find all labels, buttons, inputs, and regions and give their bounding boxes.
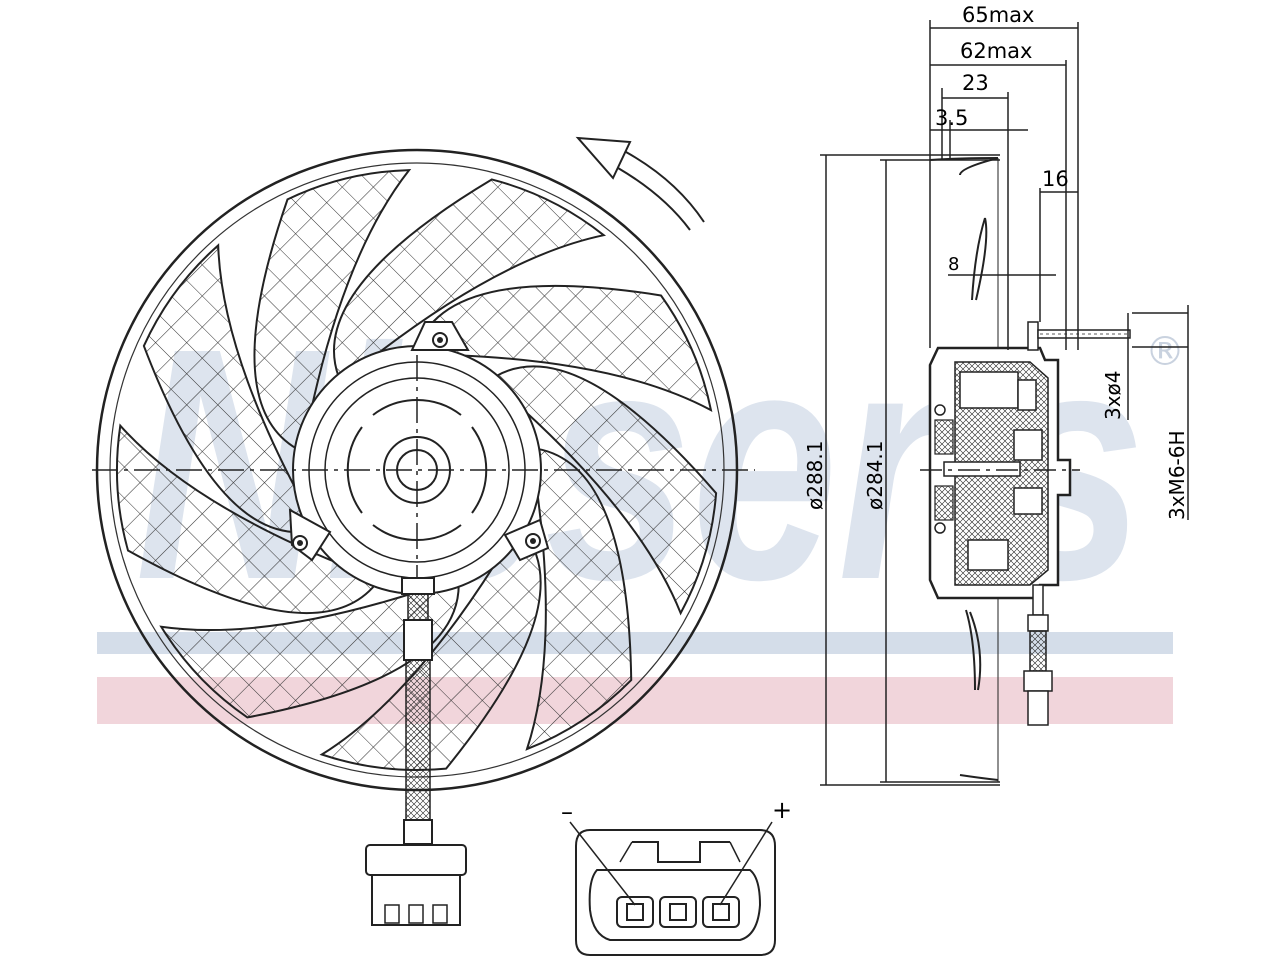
fan-blade: [525, 447, 633, 751]
mounting-lug-top: [410, 321, 470, 351]
blade-thickness-label: 8: [948, 254, 959, 275]
fan-blades: [116, 169, 718, 771]
connector-pin-plus: [702, 896, 740, 928]
thread-spec-label: 3xM6-6H: [1165, 430, 1189, 520]
depth-dimensions: [929, 20, 1189, 520]
bolt-spacing-label: 3xø4: [1101, 370, 1125, 420]
connector-plus-label: +: [772, 796, 792, 824]
bolt-offset-label: 16: [1042, 167, 1069, 191]
fan-blade: [142, 243, 313, 534]
motor-cross-section: [920, 346, 1080, 600]
registered-mark: ®: [1145, 329, 1185, 375]
hub-depth-label: 23: [962, 71, 989, 95]
fan-side-view: ø288.1 ø284.1: [803, 3, 1189, 786]
blade-diameter-label: ø284.1: [863, 441, 887, 511]
counter-clockwise-arrow-icon: [575, 136, 705, 231]
connector-pin-middle: [659, 896, 697, 928]
connector-detail: – +: [561, 796, 792, 956]
fan-blade: [116, 423, 377, 615]
mounting-bolt: [1027, 321, 1131, 351]
fan-blade: [415, 284, 713, 413]
fan-front-view: [92, 136, 755, 926]
fan-diameter-label: ø288.1: [803, 441, 827, 511]
power-cable: [401, 577, 435, 845]
mounting-lug-left: [288, 508, 332, 562]
overall-depth-label: 65max: [962, 3, 1034, 27]
fan-blade: [333, 178, 607, 379]
side-cable: [1023, 584, 1053, 726]
cable-plug: [365, 844, 467, 926]
fan-blade: [253, 169, 412, 451]
connector-pin-minus: [616, 896, 654, 928]
body-depth-label: 62max: [960, 39, 1032, 63]
flange-offset-label: 3.5: [935, 106, 968, 130]
fan-blade: [493, 365, 718, 616]
center-lines: [92, 355, 755, 585]
diameter-dimensions: [820, 154, 1000, 786]
connector-minus-label: –: [561, 798, 573, 826]
mounting-lug-right: [503, 518, 550, 562]
